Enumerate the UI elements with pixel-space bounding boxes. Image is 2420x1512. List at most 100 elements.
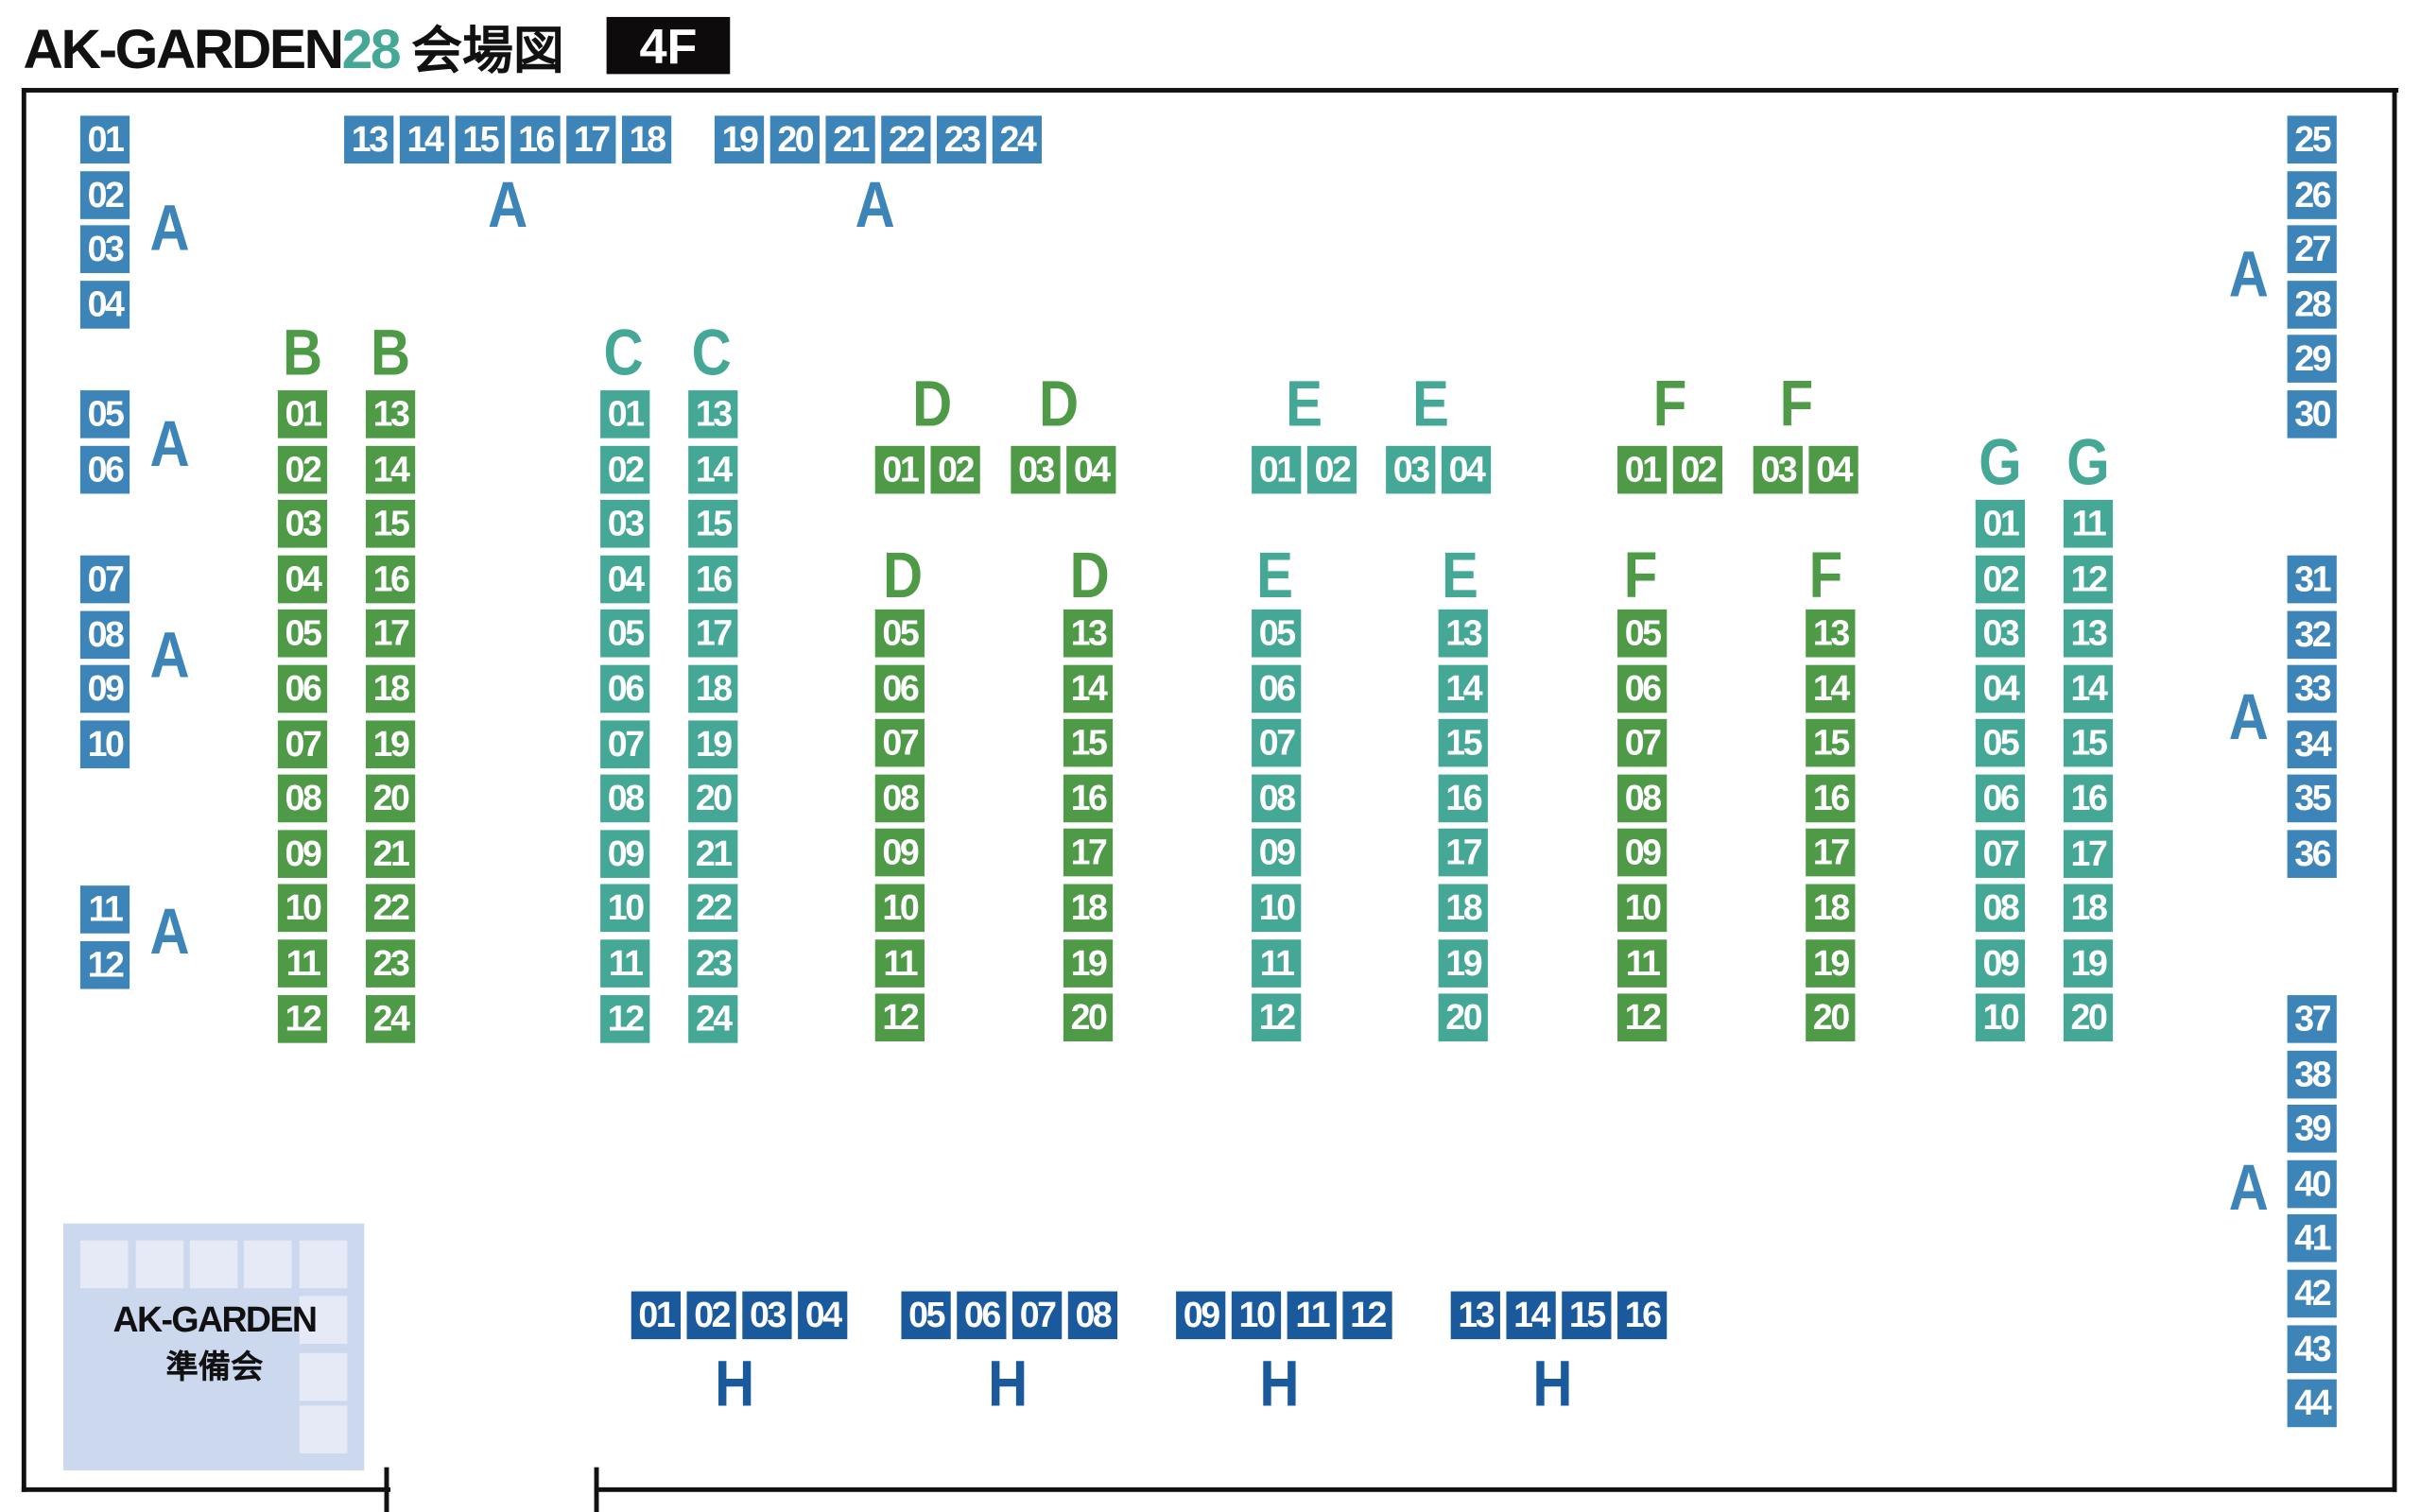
booth-d-10[interactable]: 10 (874, 884, 925, 933)
booth-b-07[interactable]: 07 (277, 719, 328, 768)
booth-d-14[interactable]: 14 (1063, 664, 1114, 713)
booth-g-16[interactable]: 16 (2063, 774, 2114, 823)
booth-e-10[interactable]: 10 (1252, 884, 1302, 933)
booth-f-12[interactable]: 12 (1617, 993, 1668, 1042)
booth-e-03[interactable]: 03 (1386, 445, 1436, 494)
booth-a-19[interactable]: 19 (714, 115, 765, 164)
booth-g-09[interactable]: 09 (1975, 938, 2026, 988)
booth-g-01[interactable]: 01 (1975, 499, 2026, 548)
booth-a-09[interactable]: 09 (79, 664, 130, 713)
booth-c-24[interactable]: 24 (688, 994, 738, 1043)
booth-e-11[interactable]: 11 (1252, 938, 1302, 988)
booth-b-04[interactable]: 04 (277, 555, 328, 604)
booth-e-08[interactable]: 08 (1252, 774, 1302, 822)
booth-b-24[interactable]: 24 (365, 994, 416, 1043)
booth-a-31[interactable]: 31 (2287, 555, 2337, 604)
booth-a-16[interactable]: 16 (510, 115, 561, 164)
booth-g-04[interactable]: 04 (1975, 664, 2026, 713)
booth-a-29[interactable]: 29 (2287, 335, 2337, 384)
booth-f-16[interactable]: 16 (1806, 774, 1856, 822)
booth-f-10[interactable]: 10 (1617, 884, 1668, 933)
booth-c-11[interactable]: 11 (600, 939, 650, 988)
booth-h-11[interactable]: 11 (1287, 1291, 1337, 1340)
booth-g-19[interactable]: 19 (2063, 938, 2114, 988)
booth-f-04[interactable]: 04 (1808, 445, 1858, 494)
booth-a-13[interactable]: 13 (344, 115, 394, 164)
booth-a-03[interactable]: 03 (79, 225, 130, 274)
booth-h-06[interactable]: 06 (957, 1291, 1007, 1340)
booth-h-14[interactable]: 14 (1506, 1291, 1556, 1340)
booth-d-09[interactable]: 09 (874, 829, 925, 877)
booth-a-42[interactable]: 42 (2287, 1269, 2337, 1318)
booth-g-14[interactable]: 14 (2063, 664, 2114, 713)
booth-c-10[interactable]: 10 (600, 885, 650, 933)
booth-f-11[interactable]: 11 (1617, 938, 1668, 988)
booth-f-18[interactable]: 18 (1806, 884, 1856, 933)
booth-c-01[interactable]: 01 (600, 390, 650, 438)
booth-b-10[interactable]: 10 (277, 885, 328, 933)
booth-a-25[interactable]: 25 (2287, 115, 2337, 164)
booth-a-22[interactable]: 22 (881, 115, 931, 164)
booth-e-15[interactable]: 15 (1438, 719, 1488, 767)
booth-a-04[interactable]: 04 (79, 280, 130, 329)
booth-c-21[interactable]: 21 (688, 830, 738, 878)
booth-a-21[interactable]: 21 (825, 115, 875, 164)
booth-b-22[interactable]: 22 (365, 885, 416, 933)
booth-b-03[interactable]: 03 (277, 500, 328, 548)
booth-c-23[interactable]: 23 (688, 939, 738, 988)
booth-f-03[interactable]: 03 (1753, 445, 1803, 494)
booth-a-32[interactable]: 32 (2287, 610, 2337, 659)
booth-g-15[interactable]: 15 (2063, 719, 2114, 768)
booth-b-15[interactable]: 15 (365, 500, 416, 548)
booth-d-02[interactable]: 02 (930, 445, 980, 494)
booth-e-20[interactable]: 20 (1438, 993, 1488, 1042)
booth-c-14[interactable]: 14 (688, 445, 738, 493)
booth-f-19[interactable]: 19 (1806, 938, 1856, 988)
booth-a-01[interactable]: 01 (79, 115, 130, 164)
booth-a-40[interactable]: 40 (2287, 1160, 2337, 1209)
booth-a-02[interactable]: 02 (79, 170, 130, 219)
booth-a-15[interactable]: 15 (455, 115, 505, 164)
booth-e-02[interactable]: 02 (1306, 445, 1357, 494)
booth-h-07[interactable]: 07 (1012, 1291, 1063, 1340)
booth-b-14[interactable]: 14 (365, 445, 416, 493)
booth-h-09[interactable]: 09 (1176, 1291, 1226, 1340)
booth-b-13[interactable]: 13 (365, 390, 416, 438)
booth-h-10[interactable]: 10 (1231, 1291, 1282, 1340)
booth-h-03[interactable]: 03 (742, 1291, 792, 1340)
booth-c-03[interactable]: 03 (600, 500, 650, 548)
booth-d-03[interactable]: 03 (1011, 445, 1061, 494)
booth-a-28[interactable]: 28 (2287, 280, 2337, 329)
booth-e-05[interactable]: 05 (1252, 609, 1302, 658)
booth-g-03[interactable]: 03 (1975, 610, 2026, 658)
booth-g-20[interactable]: 20 (2063, 994, 2114, 1042)
booth-h-02[interactable]: 02 (686, 1291, 736, 1340)
booth-a-10[interactable]: 10 (79, 720, 130, 768)
booth-h-01[interactable]: 01 (631, 1291, 681, 1340)
booth-f-08[interactable]: 08 (1617, 774, 1668, 822)
booth-b-12[interactable]: 12 (277, 994, 328, 1043)
booth-a-30[interactable]: 30 (2287, 390, 2337, 438)
booth-d-16[interactable]: 16 (1063, 774, 1114, 822)
booth-e-13[interactable]: 13 (1438, 609, 1488, 658)
booth-a-08[interactable]: 08 (79, 610, 130, 659)
booth-a-11[interactable]: 11 (79, 885, 130, 934)
booth-a-36[interactable]: 36 (2287, 830, 2337, 878)
booth-d-18[interactable]: 18 (1063, 884, 1114, 933)
booth-a-44[interactable]: 44 (2287, 1379, 2337, 1428)
booth-e-12[interactable]: 12 (1252, 993, 1302, 1042)
booth-a-24[interactable]: 24 (992, 115, 1043, 164)
booth-a-06[interactable]: 06 (79, 445, 130, 493)
booth-a-14[interactable]: 14 (399, 115, 450, 164)
booth-a-33[interactable]: 33 (2287, 664, 2337, 713)
booth-d-08[interactable]: 08 (874, 774, 925, 822)
booth-g-08[interactable]: 08 (1975, 884, 2026, 933)
booth-f-07[interactable]: 07 (1617, 719, 1668, 767)
booth-a-17[interactable]: 17 (566, 115, 616, 164)
booth-g-17[interactable]: 17 (2063, 829, 2114, 878)
booth-b-20[interactable]: 20 (365, 774, 416, 823)
booth-f-15[interactable]: 15 (1806, 719, 1856, 767)
booth-g-11[interactable]: 11 (2063, 499, 2114, 548)
booth-c-04[interactable]: 04 (600, 555, 650, 604)
booth-d-20[interactable]: 20 (1063, 993, 1114, 1042)
